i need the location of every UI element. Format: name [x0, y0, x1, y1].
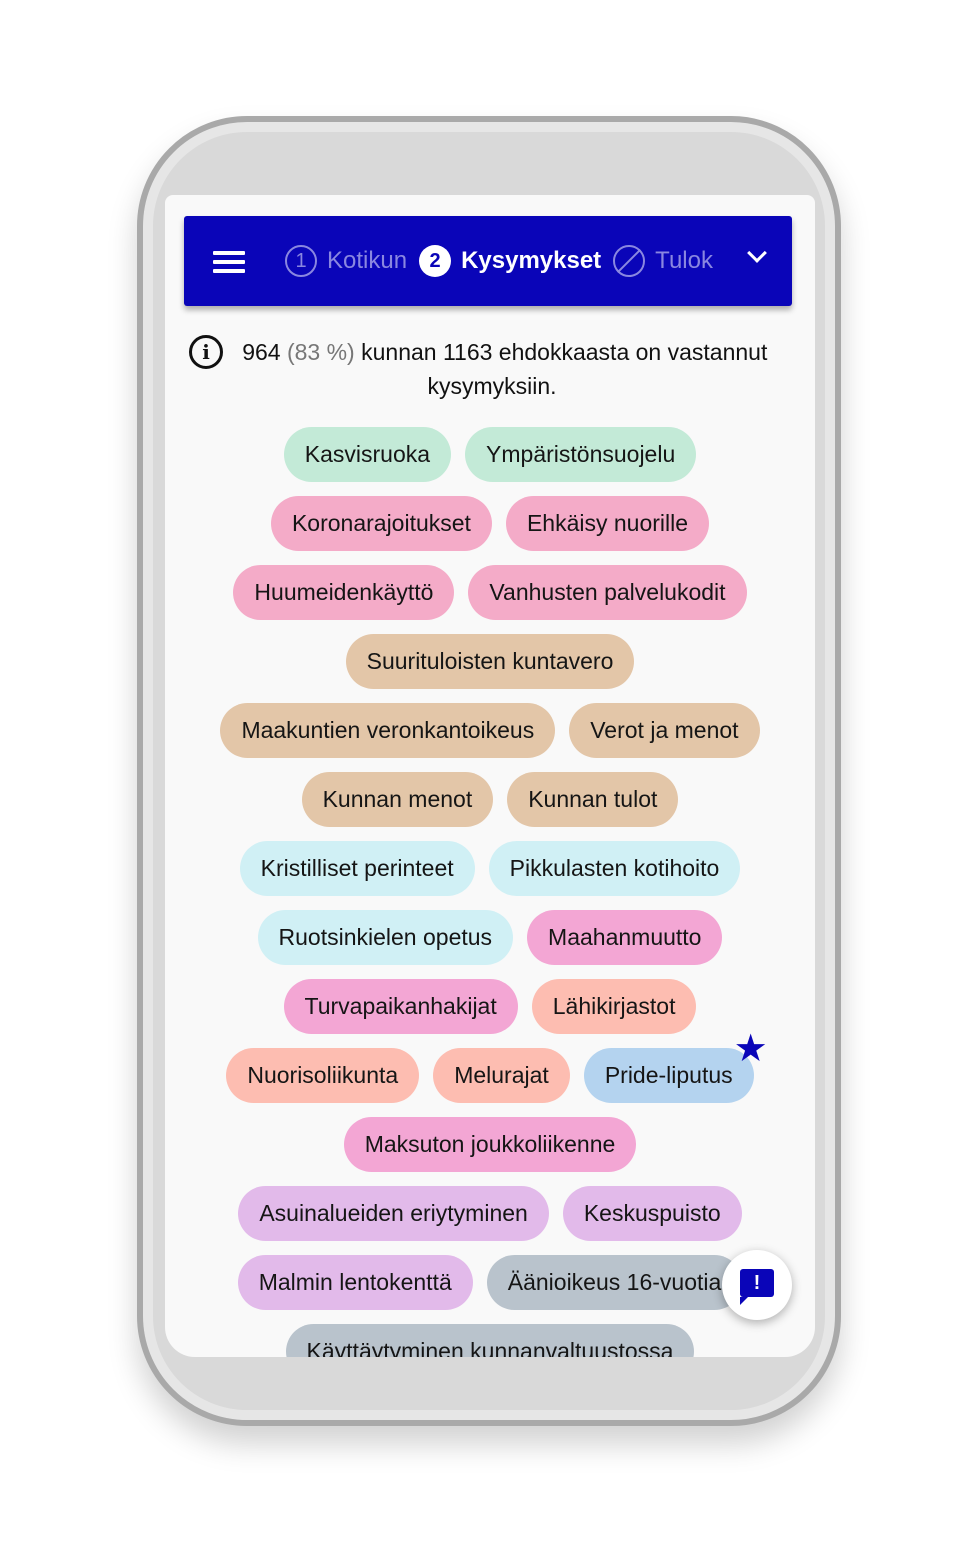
response-text: kunnan 1163 ehdokkaasta on vastannut kys… — [361, 339, 768, 399]
step-number: 1 — [285, 245, 317, 277]
topic-chip[interactable]: Melurajat — [433, 1048, 570, 1103]
response-percent: (83 %) — [286, 339, 355, 365]
topic-chip[interactable]: Pride-liputus★ — [583, 1030, 768, 1103]
topic-chip[interactable]: Käyttäytyminen kunnanvaltuustossa — [285, 1324, 695, 1357]
chip-row: Käyttäytyminen kunnanvaltuustossa — [165, 1324, 815, 1357]
step-label: Kysymykset — [461, 247, 602, 274]
disabled-icon — [613, 245, 646, 277]
topic-chip[interactable]: Turvapaikanhakijat — [283, 979, 518, 1034]
topic-chip[interactable]: Koronarajoitukset — [270, 496, 492, 551]
topic-chip[interactable]: Pikkulasten kotihoito — [488, 841, 741, 896]
app-screen: 1 Kotikun 2 Kysymykset Tulok i 964 (83 %) … — [165, 195, 815, 1357]
step-results[interactable]: Tulok — [613, 245, 713, 277]
step-home-municipality[interactable]: 1 Kotikun — [285, 245, 407, 277]
step-label: Tulok — [655, 247, 713, 274]
topic-chip[interactable]: Äänioikeus 16-vuotia — [486, 1255, 743, 1310]
topic-chip[interactable]: Maakuntien veronkantoikeus — [220, 703, 556, 758]
chip-row: Suurituloisten kuntavero — [165, 634, 815, 703]
topic-chip[interactable]: Keskuspuisto — [562, 1186, 742, 1241]
topic-chip[interactable]: Kunnan menot — [301, 772, 494, 827]
response-count: 964 — [242, 339, 281, 365]
topic-chip[interactable]: Asuinalueiden eriytyminen — [238, 1186, 549, 1241]
topic-chip[interactable]: Nuorisoliikunta — [226, 1048, 420, 1103]
topic-chip[interactable]: Vanhusten palvelukodit — [468, 565, 747, 620]
hamburger-menu-icon[interactable] — [213, 251, 245, 273]
step-questions[interactable]: 2 Kysymykset — [419, 245, 601, 277]
topic-chip[interactable]: Lähikirjastot — [531, 979, 697, 1034]
topic-chip[interactable]: Ehkäisy nuorille — [505, 496, 710, 551]
step-label: Kotikun — [327, 247, 408, 274]
top-nav-bar: 1 Kotikun 2 Kysymykset Tulok — [184, 216, 792, 306]
topic-chip[interactable]: Kristilliset perinteet — [239, 841, 475, 896]
chip-row: Maksuton joukkoliikenne — [165, 1117, 815, 1186]
chevron-down-icon[interactable] — [747, 243, 767, 263]
topic-chip[interactable]: Kasvisruoka — [283, 427, 452, 482]
star-icon: ★ — [733, 1028, 768, 1070]
topic-chip[interactable]: Suurituloisten kuntavero — [345, 634, 635, 689]
topic-chip[interactable]: Ruotsinkielen opetus — [257, 910, 514, 965]
info-icon: i — [189, 335, 223, 369]
topic-chip[interactable]: Huumeidenkäyttö — [233, 565, 455, 620]
topic-chip[interactable]: Maksuton joukkoliikenne — [343, 1117, 637, 1172]
step-number: 2 — [419, 245, 452, 277]
topic-chip[interactable]: Ympäristönsuojelu — [465, 427, 697, 482]
topic-chip[interactable]: Maahanmuutto — [527, 910, 723, 965]
response-info: i 964 (83 %) kunnan 1163 ehdokkaasta on … — [187, 335, 797, 403]
feedback-button[interactable]: ! — [722, 1250, 792, 1320]
feedback-icon: ! — [740, 1269, 774, 1305]
step-indicator: 1 Kotikun 2 Kysymykset Tulok — [285, 244, 713, 278]
topic-chip[interactable]: Verot ja menot — [569, 703, 760, 758]
topic-chip[interactable]: Malmin lentokenttä — [237, 1255, 473, 1310]
topic-chip[interactable]: Kunnan tulot — [507, 772, 679, 827]
